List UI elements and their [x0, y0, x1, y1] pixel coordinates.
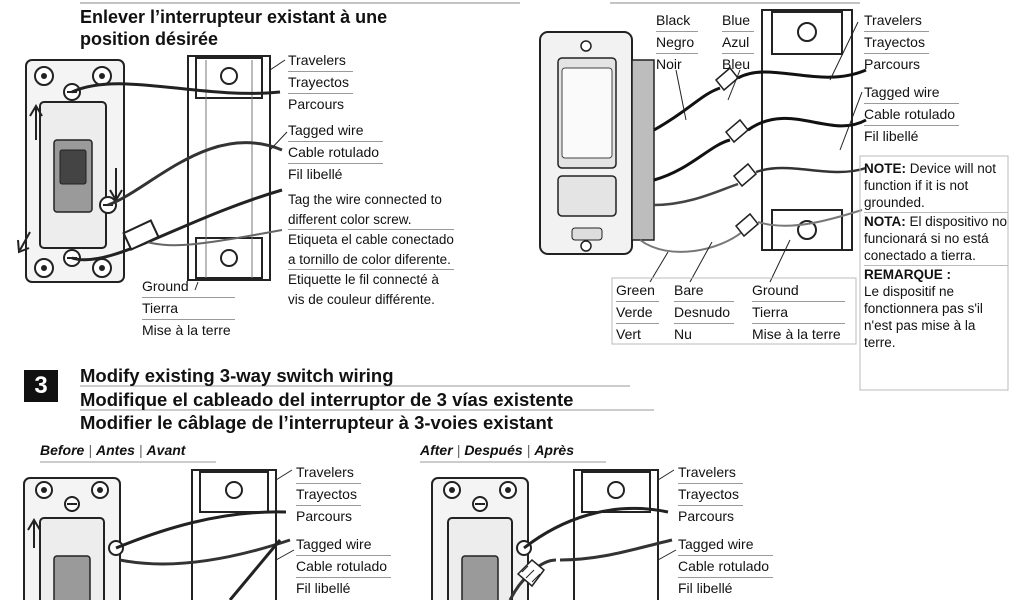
after-fr: Après	[534, 442, 574, 458]
dev-tagged-en: Tagged wire	[864, 82, 960, 104]
note-es-label: NOTA:	[864, 214, 906, 229]
before-fr: Avant	[146, 442, 186, 458]
dev-ground-es: Tierra	[752, 302, 845, 324]
after-travelers-fr: Parcours	[678, 508, 735, 524]
blue-es: Azul	[722, 32, 755, 54]
tagged-fr: Fil libellé	[288, 166, 343, 182]
section2-tagged-label: Tagged wire Cable rotulado Fil libellé	[288, 120, 384, 185]
device-green-label: Green Verde Vert	[616, 280, 659, 345]
section2-ground-label: Ground Tierra Mise à la terre	[142, 276, 235, 341]
after-es: Después	[464, 442, 523, 458]
dev-travelers-es: Trayectos	[864, 32, 929, 54]
device-travelers-label: Travelers Trayectos Parcours	[864, 10, 929, 75]
after-tagged-en: Tagged wire	[678, 534, 774, 556]
after-travelers-es: Trayectos	[678, 484, 743, 506]
before-wallbox-drawing	[191, 469, 277, 600]
tag-note-es-2: a tornillo de color diferente.	[288, 250, 454, 270]
section2-heading-line1: Enlever l’interrupteur existant à une	[80, 7, 388, 27]
ground-fr: Mise à la terre	[142, 322, 231, 338]
tag-note-es-1: Etiqueta el cable conectado	[288, 232, 454, 247]
after-switch-drawing	[431, 477, 532, 600]
green-fr: Vert	[616, 326, 641, 342]
before-travelers-fr: Parcours	[296, 508, 353, 524]
note-fr: REMARQUE : Le dispositif ne fonctionnera…	[864, 266, 1008, 351]
section2-travelers-label: Travelers Trayectos Parcours	[288, 50, 353, 115]
after-travelers-en: Travelers	[678, 462, 743, 484]
travelers-fr: Parcours	[288, 96, 345, 112]
note-es-text: El dispositivo no funcionará si no está …	[864, 214, 1008, 263]
travelers-en: Travelers	[288, 50, 353, 72]
ground-es: Tierra	[142, 298, 235, 320]
grounding-notes: NOTE: Device will not function if it is …	[864, 160, 1008, 351]
black-en: Black	[656, 10, 699, 32]
before-travelers-label: Travelers Trayectos Parcours	[296, 462, 361, 527]
step3-heading-es: Modifique el cableado del interruptor de…	[80, 389, 574, 410]
travelers-es: Trayectos	[288, 72, 353, 94]
step3-heading-fr: Modifier le câblage de l’interrupteur à …	[80, 412, 553, 433]
before-travelers-en: Travelers	[296, 462, 361, 484]
note-fr-text: Le dispositif ne fonctionnera pas s'il n…	[864, 284, 983, 350]
after-tagged-es: Cable rotulado	[678, 556, 774, 578]
blue-en: Blue	[722, 10, 755, 32]
after-en: After	[420, 442, 453, 458]
before-tagged-fr: Fil libellé	[296, 580, 351, 596]
section2-heading-line2: position désirée	[80, 29, 219, 49]
device-ground-label: Ground Tierra Mise à la terre	[752, 280, 845, 345]
before-tagged-en: Tagged wire	[296, 534, 392, 556]
dev-travelers-en: Travelers	[864, 10, 929, 32]
before-tagged-label: Tagged wire Cable rotulado Fil libellé	[296, 534, 392, 599]
old-switch-drawing	[17, 59, 125, 283]
note-en-text: Device will not function if it is not gr…	[864, 161, 997, 210]
after-wallbox-drawing	[573, 469, 659, 600]
dev-ground-en: Ground	[752, 280, 845, 302]
after-caption: After|Después|Après	[420, 442, 574, 458]
tagged-es: Cable rotulado	[288, 142, 384, 164]
before-es: Antes	[96, 442, 135, 458]
after-tagged-label: Tagged wire Cable rotulado Fil libellé	[678, 534, 774, 599]
note-en-label: NOTE:	[864, 161, 906, 176]
tagged-en: Tagged wire	[288, 120, 384, 142]
black-es: Negro	[656, 32, 699, 54]
before-switch-drawing	[23, 477, 124, 600]
bare-fr: Nu	[674, 326, 692, 342]
wallbox-device-drawing	[761, 9, 853, 251]
black-fr: Noir	[656, 56, 682, 72]
wires-device	[639, 21, 867, 283]
before-en: Before	[40, 442, 85, 458]
before-tagged-es: Cable rotulado	[296, 556, 392, 578]
note-es: NOTA: El dispositivo no funcionará si no…	[864, 213, 1008, 266]
dev-tagged-es: Cable rotulado	[864, 104, 960, 126]
blue-fr: Bleu	[722, 56, 751, 72]
wires-section2	[71, 59, 288, 291]
device-bare-label: Bare Desnudo Nu	[674, 280, 735, 345]
step-number-badge: 3	[24, 370, 58, 402]
tag-note-fr-2: vis de couleur différente.	[288, 291, 435, 307]
dev-tagged-fr: Fil libellé	[864, 128, 919, 144]
device-tagged-label: Tagged wire Cable rotulado Fil libellé	[864, 82, 960, 147]
after-travelers-label: Travelers Trayectos Parcours	[678, 462, 743, 527]
tag-note-en-1: Tag the wire connected to	[288, 192, 442, 207]
device-black-label: Black Negro Noir	[656, 10, 699, 75]
bare-en: Bare	[674, 280, 735, 302]
dev-travelers-fr: Parcours	[864, 56, 921, 72]
note-en: NOTE: Device will not function if it is …	[864, 160, 1008, 213]
after-tagged-fr: Fil libellé	[678, 580, 733, 596]
before-caption: Before|Antes|Avant	[40, 442, 186, 458]
tag-note-fr-1: Etiquette le fil connecté à	[288, 272, 439, 287]
dev-ground-fr: Mise à la terre	[752, 326, 841, 342]
green-en: Green	[616, 280, 659, 302]
wires-before	[115, 469, 295, 600]
green-es: Verde	[616, 302, 659, 324]
dimmer-device-drawing	[539, 31, 655, 255]
note-fr-label: REMARQUE :	[864, 267, 951, 282]
step3-heading-en: Modify existing 3-way switch wiring	[80, 365, 394, 386]
before-travelers-es: Trayectos	[296, 484, 361, 506]
wires-after	[508, 469, 677, 600]
bare-es: Desnudo	[674, 302, 735, 324]
tag-note-en-2: different color screw.	[288, 210, 454, 230]
section2-tag-note: Tag the wire connected to different colo…	[288, 190, 454, 309]
device-blue-label: Blue Azul Bleu	[722, 10, 755, 75]
ground-en: Ground	[142, 276, 235, 298]
